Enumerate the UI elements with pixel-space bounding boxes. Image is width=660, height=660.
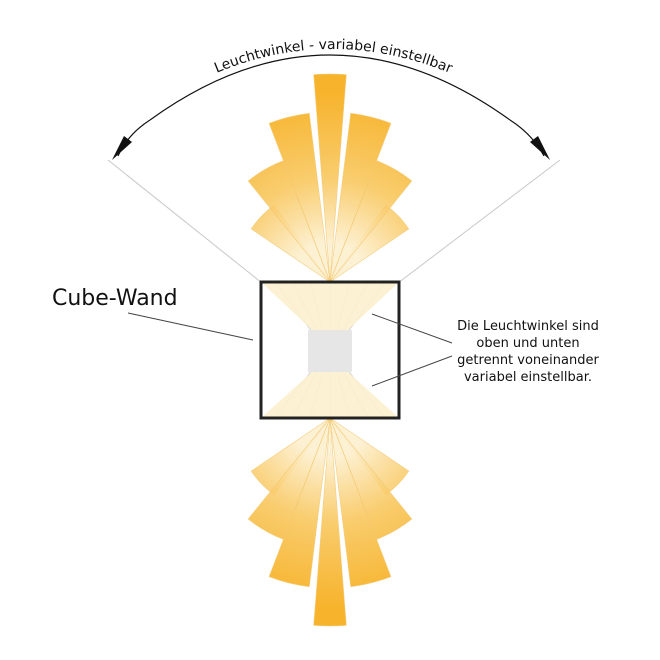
upper-light-cone: [262, 283, 398, 330]
upper-beam-fan: [247, 73, 413, 283]
angle-arc-ends: [117, 119, 545, 157]
wall-label-leader: [127, 312, 254, 341]
beam-wedge: [329, 112, 392, 283]
cube-frame: [259, 280, 401, 420]
beam-wedge: [313, 73, 347, 283]
left-angle-guide: [107, 159, 263, 284]
note-line-3: getrennt voneinander: [457, 353, 599, 368]
angle-arc-arrow: [149, 54, 511, 121]
lamp-body: [308, 330, 352, 372]
note-line-2: oben und unten: [476, 336, 579, 351]
lower-beam-fan: [247, 417, 413, 627]
beam-wedge: [313, 417, 347, 627]
beam-wedge: [329, 417, 392, 588]
beam-wedge: [268, 112, 331, 283]
wall-label: Cube-Wand: [52, 286, 178, 311]
beam-wedge: [268, 417, 331, 588]
note-leader-lower: [371, 355, 453, 387]
note-leader-upper: [371, 313, 453, 344]
lower-light-cone: [262, 372, 398, 417]
note-line-4: variabel einstellbar.: [464, 370, 592, 385]
note-text: Die Leuchtwinkel sind oben und unten get…: [457, 319, 599, 385]
note-line-1: Die Leuchtwinkel sind: [457, 319, 599, 334]
right-angle-guide: [397, 159, 561, 284]
